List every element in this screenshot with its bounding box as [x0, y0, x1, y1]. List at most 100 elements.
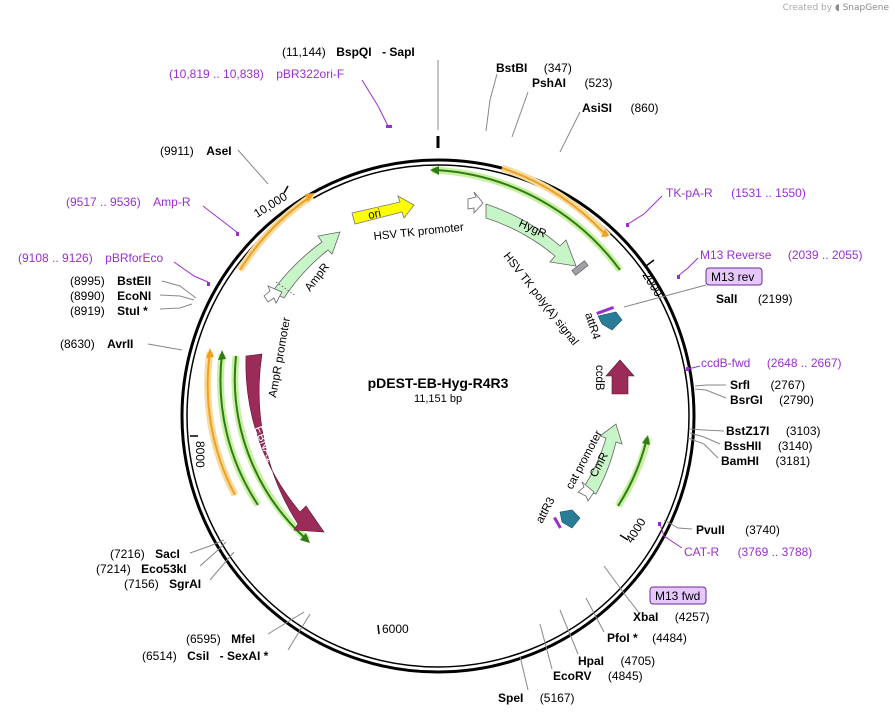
site-pvuii[interactable]: PvuII (3740) [696, 521, 780, 538]
leader-asisi [559, 111, 581, 153]
m13-rev-box[interactable] [705, 267, 763, 286]
primer-m13-reverse-name: M13 Reverse [700, 248, 772, 262]
site-bamhi-name: BamHI [721, 454, 759, 468]
site-bstz17i[interactable]: BstZ17I (3103) [726, 422, 821, 439]
primer-ccdb-fwd-range: (2648 .. 2667) [767, 356, 842, 370]
site-asei[interactable]: (9911) AseI [160, 142, 232, 159]
site-ecorv-pos: (4845) [608, 669, 643, 683]
inner-features: ori HSV TK promoter HygR HSV TK poly(A) … [245, 191, 635, 533]
site-bsrgi-pos: (2790) [779, 393, 814, 407]
site-pvuii-pos: (3740) [745, 523, 780, 537]
ampr-promoter-label: AmpR promoter [267, 316, 293, 398]
site-csii[interactable]: (6514) CsiI - SexAI * [142, 647, 269, 664]
site-srfi[interactable]: SrfI (2767) [730, 376, 805, 393]
plasmid-size: 11,151 bp [414, 393, 462, 405]
feature-arc-left-orange-arrowhead [206, 348, 214, 358]
feature-arc-tk-arrowhead [601, 229, 609, 237]
leader-sgrai [209, 551, 235, 581]
site-eco53ki-pos: (7214) [96, 562, 131, 576]
site-sgrai-name: SgrAI [169, 577, 201, 591]
site-asisi[interactable]: AsiSI (860) [582, 99, 658, 116]
site-bspqi-name: BspQI [336, 45, 371, 59]
primer-amp-r[interactable]: (9517 .. 9536) Amp-R [66, 193, 191, 210]
site-eco53ki[interactable]: (7214) Eco53kI [96, 560, 187, 577]
feature-arc-amp [239, 196, 311, 271]
site-stui-name: StuI * [117, 304, 148, 318]
site-ecorv[interactable]: EcoRV (4845) [553, 667, 643, 684]
primer-labels: (10,819 .. 10,838) pBR322ori-F (9517 .. … [18, 65, 863, 560]
primer-mark-pbr322ori [386, 125, 392, 128]
cat-promoter-arrow [577, 481, 595, 502]
site-spei[interactable]: SpeI (5167) [498, 689, 574, 706]
site-hpai[interactable]: HpaI (4705) [578, 652, 655, 669]
site-mfei[interactable]: (6595) MfeI [186, 630, 255, 647]
site-pfoi[interactable]: PfoI * (4484) [607, 629, 687, 646]
backbone-outer-ring [180, 158, 696, 674]
site-bstz17i-pos: (3103) [786, 424, 821, 438]
ebna1-label: EBNA1 [251, 425, 276, 464]
primer-amp-r-name: Amp-R [153, 195, 191, 209]
backbone-inner-ring [186, 164, 690, 668]
site-sgrai-pos: (7156) [124, 577, 159, 591]
site-bsrgi[interactable]: BsrGI (2790) [730, 391, 814, 408]
cmr-feature [581, 423, 623, 495]
leader-avrii [147, 343, 183, 351]
hsv-tk-polya-feature [571, 260, 589, 276]
tick-mark-4000 [619, 534, 629, 541]
site-stui[interactable]: (8919) StuI * [70, 302, 148, 319]
site-sali[interactable]: SalI (2199) [716, 290, 793, 307]
site-bsshii-name: BssHII [724, 439, 761, 453]
primer-pbrforeco[interactable]: (9108 .. 9126) pBRforEco [18, 249, 164, 266]
attr4-primer-mark [596, 305, 615, 315]
primer-ccdb-fwd[interactable]: ccdB-fwd (2648 .. 2667) [701, 354, 842, 371]
site-bsshii[interactable]: BssHII (3140) [724, 437, 813, 454]
site-xbai-pos: (4257) [675, 610, 710, 624]
primer-mark-cat-r [658, 522, 661, 526]
primer-mark-m13-reverse [677, 275, 680, 279]
primer-mark-pbrforeco [207, 282, 210, 286]
site-pfoi-pos: (4484) [652, 631, 687, 645]
m13-fwd-box[interactable] [649, 586, 707, 605]
site-csii-extra: - SexAI * [220, 649, 269, 663]
attr3-label: attR3 [534, 495, 558, 525]
site-bstbi[interactable]: BstBI (347) [496, 59, 572, 76]
primer-cat-r[interactable]: CAT-R (3769 .. 3788) [684, 543, 812, 560]
ampr-feature [271, 231, 341, 299]
leader-sali [623, 284, 707, 308]
site-saci-name: SacI [155, 547, 180, 561]
credit-prefix: Created by [782, 3, 833, 13]
site-bspqi[interactable]: (11,144) BspQI - SapI [282, 43, 415, 60]
site-sgrai[interactable]: (7156) SgrAI [124, 575, 201, 592]
ori-label: ori [367, 208, 382, 222]
site-avrii[interactable]: (8630) AvrII [60, 335, 133, 352]
leader-eco53ki [199, 541, 227, 567]
feature-arc-cm [617, 441, 647, 507]
primer-marks [207, 125, 689, 526]
site-csii-pos: (6514) [142, 649, 177, 663]
leader-asei [237, 149, 269, 185]
ampr-dotted-segment [275, 281, 297, 297]
primer-tk-pa-r[interactable]: TK-pA-R (1531 .. 1550) [666, 184, 806, 201]
site-econi[interactable]: (8990) EcoNI [70, 287, 151, 304]
site-bsteii[interactable]: (8995) BstEII [70, 272, 151, 289]
site-srfi-pos: (2767) [770, 378, 805, 392]
leader-csii [287, 613, 311, 651]
primer-pbr322ori-f-range: (10,819 .. 10,838) [169, 67, 264, 81]
site-saci[interactable]: (7216) SacI [110, 545, 180, 562]
feature-arc-left-green1 [219, 353, 259, 506]
site-pshai-name: PshAI [532, 76, 566, 90]
site-stui-pos: (8919) [70, 304, 105, 318]
site-pshai[interactable]: PshAI (523) [532, 74, 612, 91]
site-bspqi-pos: (11,144) [282, 45, 326, 59]
primer-m13-reverse[interactable]: M13 Reverse (2039 .. 2055) [700, 246, 863, 263]
site-pshai-pos: (523) [584, 76, 612, 90]
primer-tk-pa-r-name: TK-pA-R [666, 186, 713, 200]
primer-pbr322ori-f[interactable]: (10,819 .. 10,838) pBR322ori-F [169, 65, 344, 82]
site-bamhi[interactable]: BamHI (3181) [721, 452, 810, 469]
site-bspqi-extra: - SapI [382, 45, 415, 59]
primer-mark-tk-pa-r [626, 223, 629, 227]
site-xbai[interactable]: XbaI (4257) [633, 608, 709, 625]
restriction-sites: (11,144) BspQI - SapI BstBI (347) PshAI … [60, 43, 821, 706]
site-srfi-name: SrfI [730, 378, 750, 392]
